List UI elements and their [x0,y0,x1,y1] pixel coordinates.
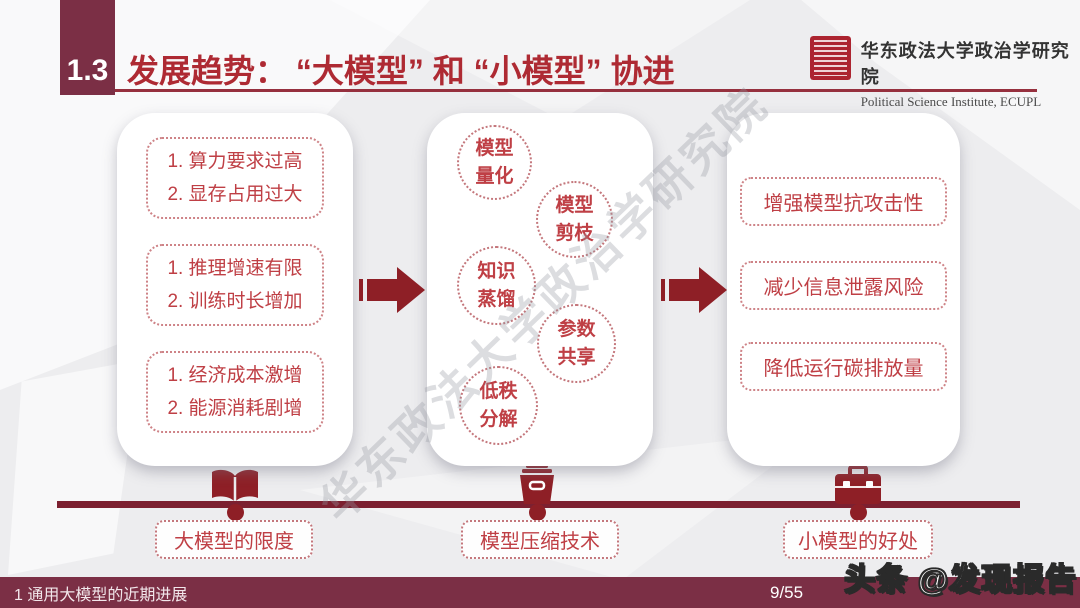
circle-1-line-1: 模型 [475,137,514,159]
footer-section-label: 1 通用大模型的近期进展 [14,586,188,604]
limits-box-3: 1. 经济成本激增 2. 能源消耗剧增 [146,351,324,433]
institute-name-cn: 华东政法大学政治学研究院 [860,41,1070,87]
timeline-label-limits: 大模型的限度 [155,520,313,559]
compression-circle-pruning: 模型 剪枝 [536,181,613,258]
circle-5-line-1: 低秩 [479,380,518,402]
limits-box-3-line-1: 1. 经济成本激增 [167,365,303,386]
limits-box-2-line-2: 2. 训练时长增加 [167,291,303,312]
open-book-icon [212,469,258,502]
compression-circle-param-sharing: 参数 共享 [537,304,616,383]
institute-seal-icon [810,36,851,80]
circle-3-line-2: 蒸馏 [477,288,516,310]
arrow-right-icon [359,267,425,313]
header-divider [115,89,1037,92]
footer-bar: 1 通用大模型的近期进展 9/55 [0,577,1080,608]
institute-name-block: 华东政法大学政治学研究院 Political Science Institute… [861,36,1080,110]
card-small-model-benefits: 增强模型抗攻击性 减少信息泄露风险 降低运行碳排放量 [727,113,960,466]
compression-box-icon [520,464,554,504]
timeline-label-benefits: 小模型的好处 [783,520,933,559]
arrow-right-icon [661,267,727,313]
circle-2-line-1: 模型 [555,194,594,216]
timeline-dot [227,504,244,521]
circle-1-line-2: 量化 [475,165,514,187]
limits-box-1-line-2: 2. 显存占用过大 [167,184,303,205]
institute-logo: 华东政法大学政治学研究院 Political Science Institute… [810,36,1080,110]
circle-5-line-2: 分解 [479,408,518,430]
benefit-box-1: 增强模型抗攻击性 [740,177,947,226]
timeline-dot [529,504,546,521]
timeline-label-compression: 模型压缩技术 [461,520,619,559]
benefit-box-3: 降低运行碳排放量 [740,342,947,391]
compression-circle-distillation: 知识 蒸馏 [457,246,536,325]
benefit-box-2: 减少信息泄露风险 [740,261,947,310]
limits-box-1-line-1: 1. 算力要求过高 [167,151,303,172]
card-compression-techniques: 模型 量化 模型 剪枝 知识 蒸馏 参数 共享 低秩 分解 [427,113,653,466]
compression-circle-quantization: 模型 量化 [457,125,532,200]
institute-name-en: Political Science Institute, ECUPL [860,94,1042,109]
circle-4-line-2: 共享 [557,346,596,368]
circle-4-line-1: 参数 [557,318,596,340]
timeline-dot [850,504,867,521]
slide-title: 发展趋势： “大模型” 和 “小模型” 协进 [127,53,675,89]
section-number: 1.3 [66,54,109,87]
circle-3-line-1: 知识 [477,260,516,282]
card-large-model-limits: 1. 算力要求过高 2. 显存占用过大 1. 推理增速有限 2. 训练时长增加 … [117,113,353,466]
compression-circle-low-rank: 低秩 分解 [459,366,538,445]
limits-box-2: 1. 推理增速有限 2. 训练时长增加 [146,244,324,326]
briefcase-icon [835,466,881,504]
section-number-box: 1.3 [60,0,115,95]
limits-box-3-line-2: 2. 能源消耗剧增 [167,398,303,419]
page-indicator: 9/55 [770,582,804,602]
circle-2-line-2: 剪枝 [555,222,594,244]
limits-box-1: 1. 算力要求过高 2. 显存占用过大 [146,137,324,219]
limits-box-2-line-1: 1. 推理增速有限 [167,258,303,279]
brand-watermark: 头条 @发现报告 [843,561,1077,598]
